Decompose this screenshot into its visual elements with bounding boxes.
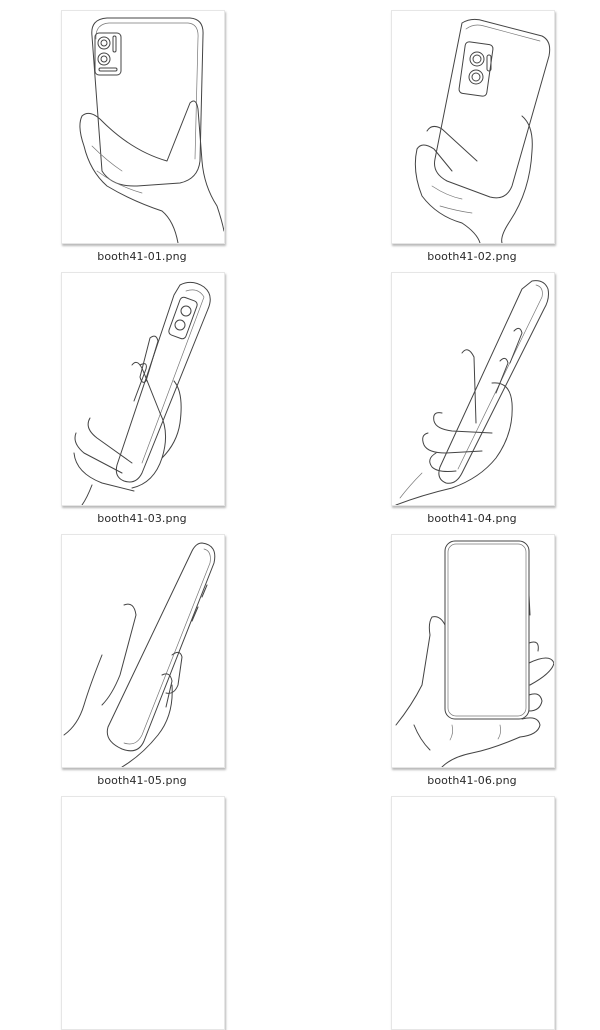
file-name-label: booth41-02.png [427, 250, 517, 263]
file-name-label: booth41-04.png [427, 512, 517, 525]
file-name-label: booth41-06.png [427, 774, 517, 787]
image-thumbnail-icon[interactable] [391, 10, 555, 244]
image-thumbnail-icon[interactable] [391, 534, 555, 768]
image-thumbnail-icon[interactable] [61, 534, 225, 768]
file-name-label: booth41-01.png [97, 250, 187, 263]
image-thumbnail-icon[interactable] [391, 272, 555, 506]
image-thumbnail-icon[interactable] [61, 796, 225, 1030]
file-name-label: booth41-03.png [97, 512, 187, 525]
file-name-label: booth41-05.png [97, 774, 187, 787]
image-thumbnail-icon[interactable] [61, 10, 225, 244]
image-thumbnail-icon[interactable] [61, 272, 225, 506]
image-thumbnail-icon[interactable] [391, 796, 555, 1030]
